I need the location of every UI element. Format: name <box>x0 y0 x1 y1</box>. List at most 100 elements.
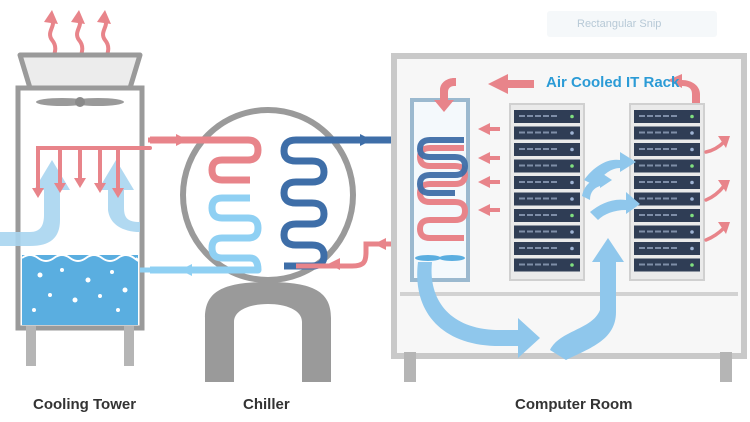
server-led <box>690 147 694 152</box>
server-slot <box>527 247 533 249</box>
server-led <box>690 197 694 201</box>
server-slot <box>655 263 661 266</box>
server-slot <box>551 164 557 167</box>
server-slot <box>639 181 645 183</box>
server-slot <box>551 197 557 200</box>
server-slot <box>543 164 549 167</box>
server-slot <box>543 197 549 200</box>
server-slot <box>527 230 533 233</box>
chilled-water-coil <box>280 136 410 270</box>
server-led <box>690 114 694 119</box>
server-slot <box>647 263 653 266</box>
server-slot <box>543 247 549 249</box>
server-slot <box>527 197 533 200</box>
server-slot <box>527 115 533 117</box>
server-slot <box>655 148 661 150</box>
server-led <box>690 263 694 267</box>
server-slot <box>535 115 541 117</box>
server-slot <box>551 247 557 249</box>
snip-label: Rectangular Snip <box>577 18 662 30</box>
server-slot <box>647 247 653 249</box>
server-slot <box>639 247 645 249</box>
server-led <box>570 230 574 234</box>
server-slot <box>519 148 525 150</box>
cooling-tower <box>0 10 152 366</box>
server-slot <box>663 131 669 134</box>
server-led <box>570 147 574 152</box>
server-slot <box>535 131 541 134</box>
server-slot <box>671 148 677 150</box>
server-slot <box>655 197 661 200</box>
server-slot <box>551 148 557 150</box>
server-slot <box>551 131 557 134</box>
server-slot <box>551 181 557 183</box>
crac-unit <box>410 98 470 282</box>
rack-exhaust-arrows <box>704 140 726 242</box>
server-slot <box>671 131 677 134</box>
server-slot <box>639 230 645 233</box>
server-led <box>570 180 574 185</box>
server-slot <box>535 263 541 266</box>
server-slot <box>671 214 677 216</box>
server-led <box>570 131 574 135</box>
server-slot <box>647 115 653 117</box>
server-slot <box>639 148 645 150</box>
server-slot <box>519 131 525 134</box>
server-slot <box>535 247 541 249</box>
server-slot <box>527 131 533 134</box>
server-slot <box>535 214 541 216</box>
server-slot <box>543 115 549 117</box>
server-led <box>570 246 574 251</box>
server-slot <box>527 263 533 266</box>
server-slot <box>543 214 549 216</box>
server-slot <box>671 197 677 200</box>
rectangular-snip-overlay: Rectangular Snip <box>547 11 717 37</box>
server-slot <box>519 214 525 216</box>
server-slot <box>655 214 661 216</box>
server-led <box>690 164 694 168</box>
server-slot <box>663 181 669 183</box>
condenser-coil <box>150 136 262 184</box>
server-rack-left <box>509 103 585 281</box>
computer-room <box>391 53 747 382</box>
hot-water-spray <box>36 146 152 192</box>
server-slot <box>543 148 549 150</box>
server-slot <box>527 164 533 167</box>
server-slot <box>647 214 653 216</box>
evaporator-coil <box>150 194 262 274</box>
server-slot <box>639 115 645 117</box>
server-slot <box>639 197 645 200</box>
server-slot <box>551 115 557 117</box>
server-slot <box>663 263 669 266</box>
server-led <box>570 164 574 168</box>
server-slot <box>647 197 653 200</box>
server-slot <box>527 181 533 183</box>
server-led <box>570 263 574 267</box>
rack-title: Air Cooled IT Rack <box>546 74 680 91</box>
cooling-tower-label: Cooling Tower <box>33 396 137 413</box>
server-slot <box>519 115 525 117</box>
server-slot <box>663 115 669 117</box>
server-slot <box>639 164 645 167</box>
server-slot <box>671 181 677 183</box>
server-slot <box>647 164 653 167</box>
server-slot <box>519 197 525 200</box>
server-slot <box>655 164 661 167</box>
server-slot <box>551 230 557 233</box>
server-slot <box>543 263 549 266</box>
server-slot <box>639 214 645 216</box>
server-slot <box>663 197 669 200</box>
server-slot <box>543 230 549 233</box>
server-led <box>570 114 574 119</box>
server-slot <box>543 131 549 134</box>
server-led <box>690 180 694 185</box>
server-slot <box>527 148 533 150</box>
server-slot <box>535 148 541 150</box>
server-slot <box>519 164 525 167</box>
server-led <box>690 131 694 135</box>
server-slot <box>647 148 653 150</box>
server-slot <box>519 263 525 266</box>
server-slot <box>519 230 525 233</box>
server-slot <box>663 230 669 233</box>
